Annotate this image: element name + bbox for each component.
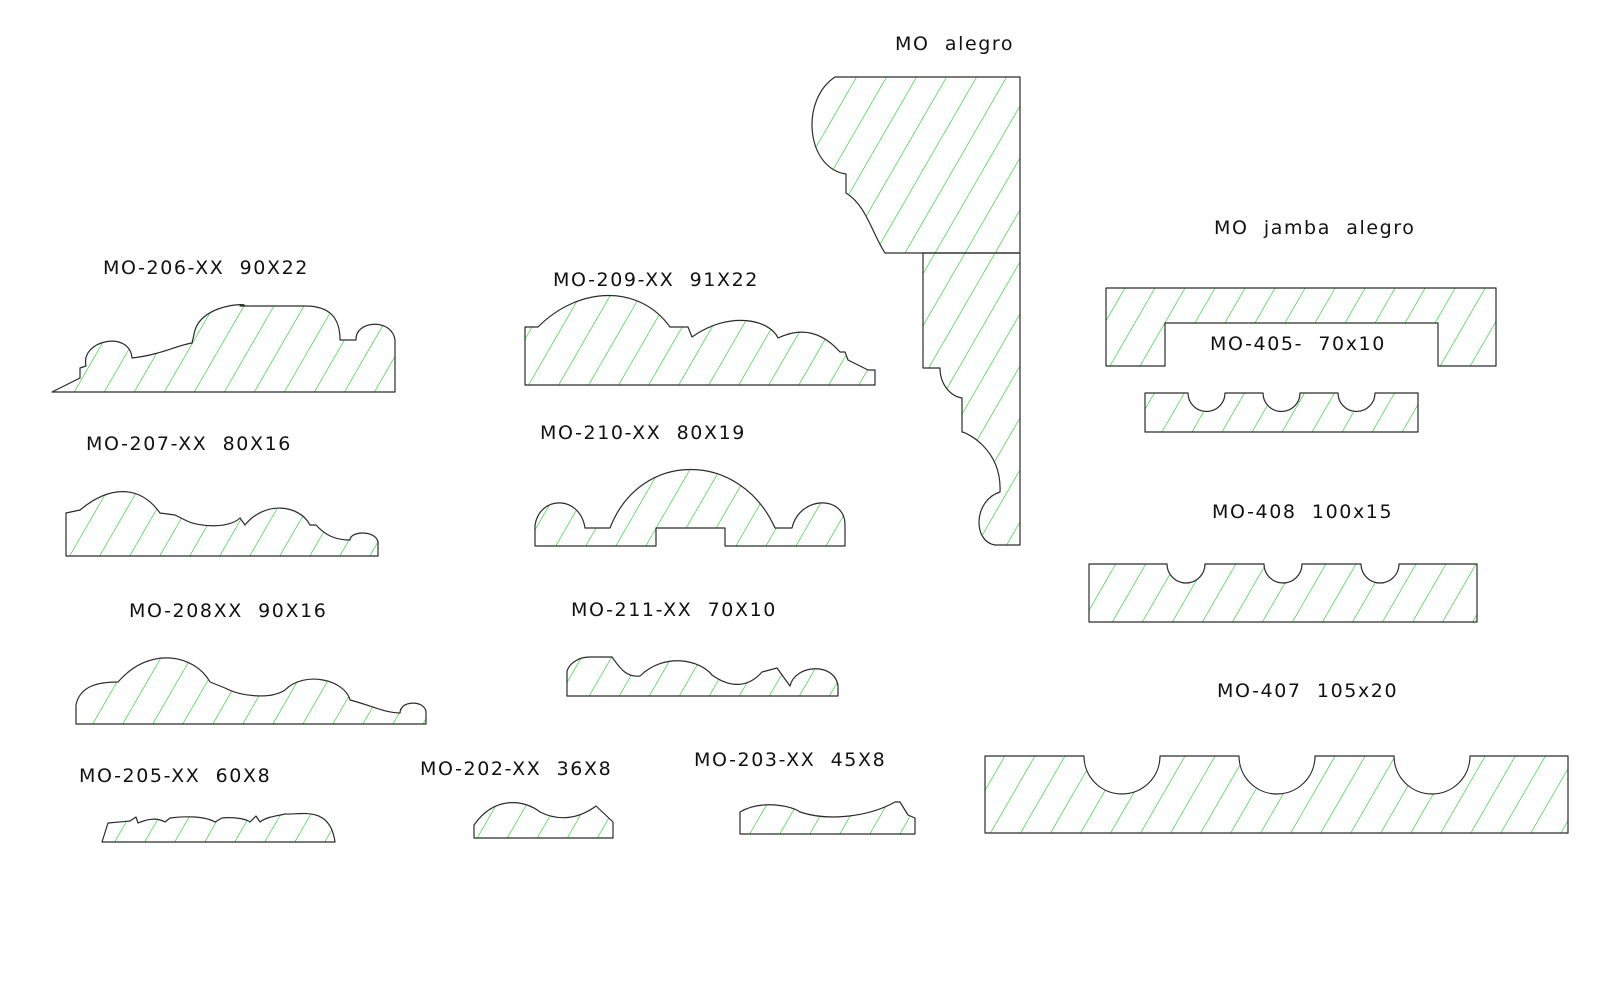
mo-408-label: MO-408 100x15 — [1212, 501, 1393, 523]
mo-202-shape — [473, 802, 614, 839]
mo-210-label: MO-210-XX 80X19 — [540, 422, 746, 444]
mo-210-shape — [534, 469, 846, 547]
mo-205-label: MO-205-XX 60X8 — [79, 765, 271, 787]
mo-211-label: MO-211-XX 70X10 — [571, 599, 777, 621]
profile-mo-407: MO-407 105x20 — [984, 680, 1569, 834]
mo-202-label: MO-202-XX 36X8 — [420, 758, 612, 780]
mo-203-shape — [739, 801, 916, 835]
profile-mo-jamba-alegro: MO jamba alegro — [1105, 217, 1497, 367]
mo-203-label: MO-203-XX 45X8 — [694, 749, 886, 771]
mo-207-shape — [65, 491, 379, 557]
mo-alegro-lower-section — [922, 252, 1021, 546]
mo-408-shape — [1088, 563, 1478, 623]
mo-211-shape — [566, 656, 839, 697]
profile-mo-203: MO-203-XX 45X8 — [694, 749, 916, 835]
mo-206-label: MO-206-XX 90X22 — [103, 257, 309, 279]
profile-mo-207: MO-207-XX 80X16 — [65, 433, 379, 557]
profile-mo-405: MO-405- 70x10 — [1144, 333, 1419, 433]
mo-jamba-alegro-shape — [1105, 287, 1497, 367]
mo-jamba-alegro-label: MO jamba alegro — [1214, 217, 1416, 239]
profile-mo-208: MO-208XX 90X16 — [75, 600, 427, 725]
mo-208-shape — [75, 657, 427, 725]
mo-208-label: MO-208XX 90X16 — [129, 600, 327, 622]
mo-407-shape — [984, 755, 1569, 834]
profile-mo-202: MO-202-XX 36X8 — [420, 758, 614, 839]
mo-405-label: MO-405- 70x10 — [1210, 333, 1386, 355]
mo-alegro-upper-section — [811, 76, 1021, 254]
profile-mo-408: MO-408 100x15 — [1088, 501, 1478, 623]
mo-205-shape — [101, 812, 336, 843]
profile-mo-211: MO-211-XX 70X10 — [566, 599, 839, 697]
mo-407-label: MO-407 105x20 — [1217, 680, 1398, 702]
profile-mo-206: MO-206-XX 90X22 — [51, 257, 396, 393]
profile-mo-209: MO-209-XX 91X22 — [524, 269, 876, 386]
mo-209-shape — [524, 294, 876, 386]
mo-alegro-label: MO alegro — [895, 33, 1014, 55]
profile-mo-210: MO-210-XX 80X19 — [534, 422, 846, 547]
mo-206-shape — [51, 304, 396, 393]
mo-209-label: MO-209-XX 91X22 — [553, 269, 759, 291]
profile-mo-205: MO-205-XX 60X8 — [79, 765, 336, 843]
mo-207-label: MO-207-XX 80X16 — [86, 433, 292, 455]
profile-mo-alegro: MO alegro — [811, 33, 1021, 546]
mo-405-shape — [1144, 392, 1419, 433]
